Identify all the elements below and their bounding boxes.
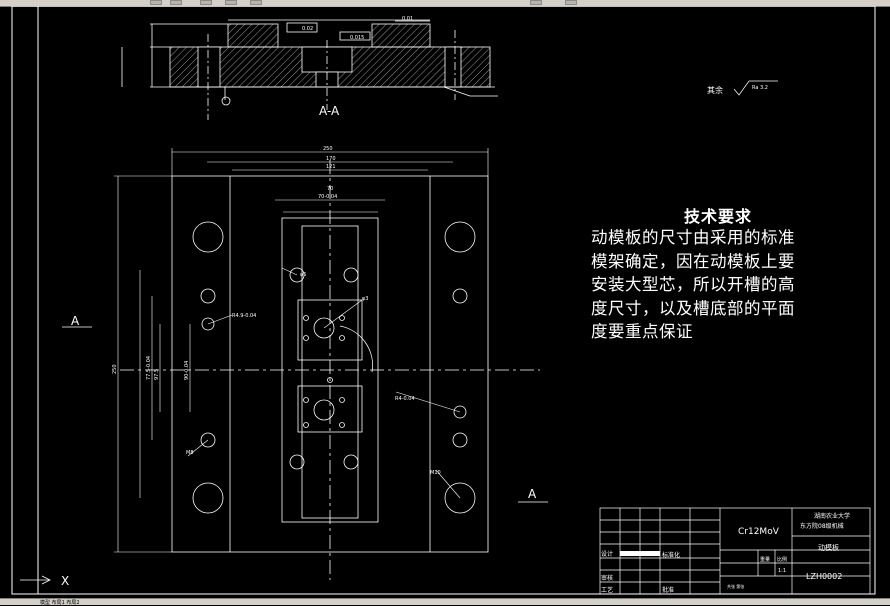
dim-overall-width: 250 (323, 146, 333, 152)
layout-tabs-bar[interactable]: 模型 布局1 布局2 (0, 598, 890, 606)
tech-requirements-body: 动模板的尺寸由采用的标准 模架确定，因在动模板上要 安装大型芯，所以开槽的高 度… (591, 226, 825, 344)
dim-note-c: φ3 (362, 296, 368, 302)
dim-inner-width: 170 (326, 156, 336, 162)
dim-vert-b: 97.5 (154, 369, 160, 380)
dim-center-tol: 70-0.04 (318, 194, 337, 200)
process-label: 工艺 (601, 586, 613, 594)
layout-tabs-text[interactable]: 模型 布局1 布局2 (40, 600, 80, 606)
ucs-x-label: X (61, 574, 69, 588)
surface-note-label: 其余 (707, 85, 723, 95)
tech-line: 度尺寸，以及槽底部的平面 (591, 298, 795, 318)
dim-overall-height: 250 (112, 364, 118, 374)
tech-requirements-title: 技术要求 (684, 207, 753, 226)
section-label: A-A (319, 104, 340, 118)
new-toolbar-button[interactable] (150, 0, 162, 5)
help-toolbar-button[interactable] (565, 0, 577, 5)
dim-note-a: φ5 (300, 272, 306, 278)
scale-value: 1:1 (778, 568, 786, 574)
approve-label: 批准 (662, 586, 674, 594)
print-toolbar-button[interactable] (225, 0, 237, 5)
ucs-icon (20, 575, 51, 585)
standard-label: 标准化 (662, 551, 680, 559)
section-marker-right: A (528, 487, 537, 501)
section-view-aa (121, 19, 498, 120)
dim-note-d: M10 (430, 470, 441, 476)
dim-vert-c: 90-0.04 (184, 361, 190, 380)
dim-note-b: M8 (186, 450, 194, 456)
tech-line: 安装大型芯，所以开槽的高 (591, 275, 795, 294)
university-line1: 湖南农业大学 (814, 512, 850, 520)
zoom-toolbar-button[interactable] (530, 0, 542, 5)
tech-line: 模架确定，因在动模板上要 (591, 251, 795, 271)
dim-radius-b: R4-0.04 (395, 396, 415, 402)
tech-line: 度要重点保证 (591, 322, 693, 341)
top-tol-label: 0.02 (302, 26, 313, 32)
surface-note-value: Ra 3.2 (752, 85, 768, 91)
section-marker-left: A (71, 314, 80, 328)
pan-toolbar-button[interactable] (250, 0, 262, 5)
weight-label: 重量 (760, 556, 770, 563)
tech-line: 动模板的尺寸由采用的标准 (591, 228, 795, 247)
section-markers (62, 326, 548, 503)
drawing-frame (11, 6, 876, 595)
plan-view (120, 160, 540, 580)
part-name: 动模板 (818, 543, 839, 552)
drawing-number: LZH0002 (806, 572, 842, 581)
flatness-label: 0.015 (350, 35, 364, 41)
dim-center: 70 (327, 186, 333, 192)
design-label: 设计 (601, 550, 613, 558)
dim-pitch: 121 (326, 164, 336, 170)
surface-roughness-note (733, 80, 778, 96)
open-toolbar-button[interactable] (170, 0, 182, 5)
save-toolbar-button[interactable] (200, 0, 212, 5)
plan-dimensions (114, 148, 489, 553)
dim-radius-a: R4.9-0.04 (232, 313, 256, 319)
section-tol-label: 0.01 (402, 16, 413, 22)
scale-label: 比例 (777, 556, 787, 563)
cad-drawing-canvas[interactable]: A-A 0.02 0.015 0.01 其余 Ra 3.2 (0, 6, 890, 598)
review-label: 审核 (601, 574, 613, 582)
dim-vert-a: 77.5-0.04 (146, 356, 152, 380)
title-block-fill (620, 551, 660, 556)
university-line2: 东方院08级机械 (800, 522, 844, 530)
sheet-label: 共张 第张 (727, 583, 744, 589)
material-label: Cr12MoV (738, 527, 780, 537)
